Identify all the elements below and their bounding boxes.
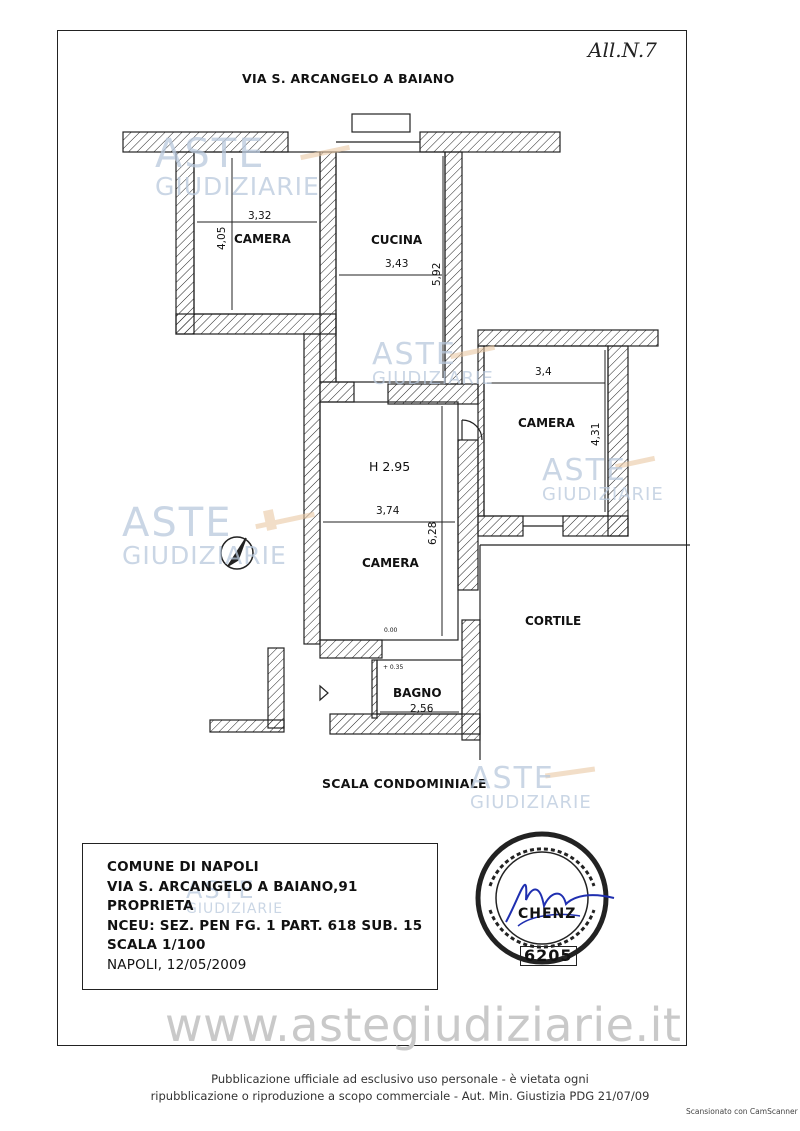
room-label-camera-right: CAMERA bbox=[518, 416, 575, 430]
room-label-camera-main: CAMERA bbox=[362, 556, 419, 570]
title-block: COMUNE DI NAPOLI VIA S. ARCANGELO A BAIA… bbox=[82, 843, 438, 990]
level-035: + 0.35 bbox=[383, 664, 404, 671]
dim-bagno-width: 2,56 bbox=[410, 703, 434, 715]
dim-camera-right-width: 3,4 bbox=[535, 366, 552, 378]
annotation-number: All.N.7 bbox=[588, 38, 657, 62]
stamp-number: 6205 bbox=[520, 946, 577, 966]
title-address: VIA S. ARCANGELO A BAIANO,91 bbox=[107, 878, 358, 895]
title-comune: COMUNE DI NAPOLI bbox=[107, 859, 259, 875]
height-note: H 2.95 bbox=[369, 459, 411, 474]
street-label-bottom: SCALA CONDOMINIALE bbox=[322, 776, 487, 791]
scanner-credit: Scansionato con CamScanner bbox=[686, 1107, 798, 1116]
title-cadastral: NCEU: SEZ. PEN FG. 1 PART. 618 SUB. 15 bbox=[107, 917, 423, 934]
watermark-gavel-icons bbox=[255, 144, 656, 779]
room-label-camera-top-left: CAMERA bbox=[234, 232, 291, 246]
dim-camera-tl-width: 3,32 bbox=[248, 210, 272, 222]
walls bbox=[122, 131, 659, 741]
room-label-cortile: CORTILE bbox=[525, 614, 582, 628]
title-owner: PROPRIETA bbox=[107, 898, 194, 914]
title-scale: SCALA 1/100 bbox=[107, 937, 206, 953]
stamp-name: CHENZ bbox=[518, 906, 577, 922]
compass-icon bbox=[220, 536, 254, 570]
street-label-top: VIA S. ARCANGELO A BAIANO bbox=[242, 71, 455, 86]
dim-cucina-width: 3,43 bbox=[385, 258, 409, 270]
footer-line-1: Pubblicazione ufficiale ad esclusivo uso… bbox=[211, 1072, 589, 1086]
drawing-frame bbox=[57, 30, 687, 1046]
room-label-bagno: BAGNO bbox=[393, 686, 442, 700]
dimension-lines bbox=[197, 156, 606, 713]
dim-camera-right-depth: 4,31 bbox=[590, 422, 602, 446]
title-date: NAPOLI, 12/05/2009 bbox=[107, 956, 247, 973]
level-000: 0.00 bbox=[384, 627, 398, 634]
dim-camera-tl-depth: 4,05 bbox=[216, 226, 228, 250]
stamp-seal-icon bbox=[475, 831, 615, 965]
room-label-cucina: CUCINA bbox=[371, 233, 423, 247]
dim-camera-main-depth: 6,28 bbox=[427, 521, 439, 545]
architect-stamp: CHENZ 6205 bbox=[470, 826, 620, 976]
footer-line-2: ripubblicazione o riproduzione a scopo c… bbox=[150, 1089, 650, 1103]
dim-cucina-depth: 5,92 bbox=[431, 262, 443, 286]
watermark-site: www.astegiudiziarie.it bbox=[165, 998, 682, 1052]
dim-camera-main-width: 3,74 bbox=[376, 505, 400, 517]
